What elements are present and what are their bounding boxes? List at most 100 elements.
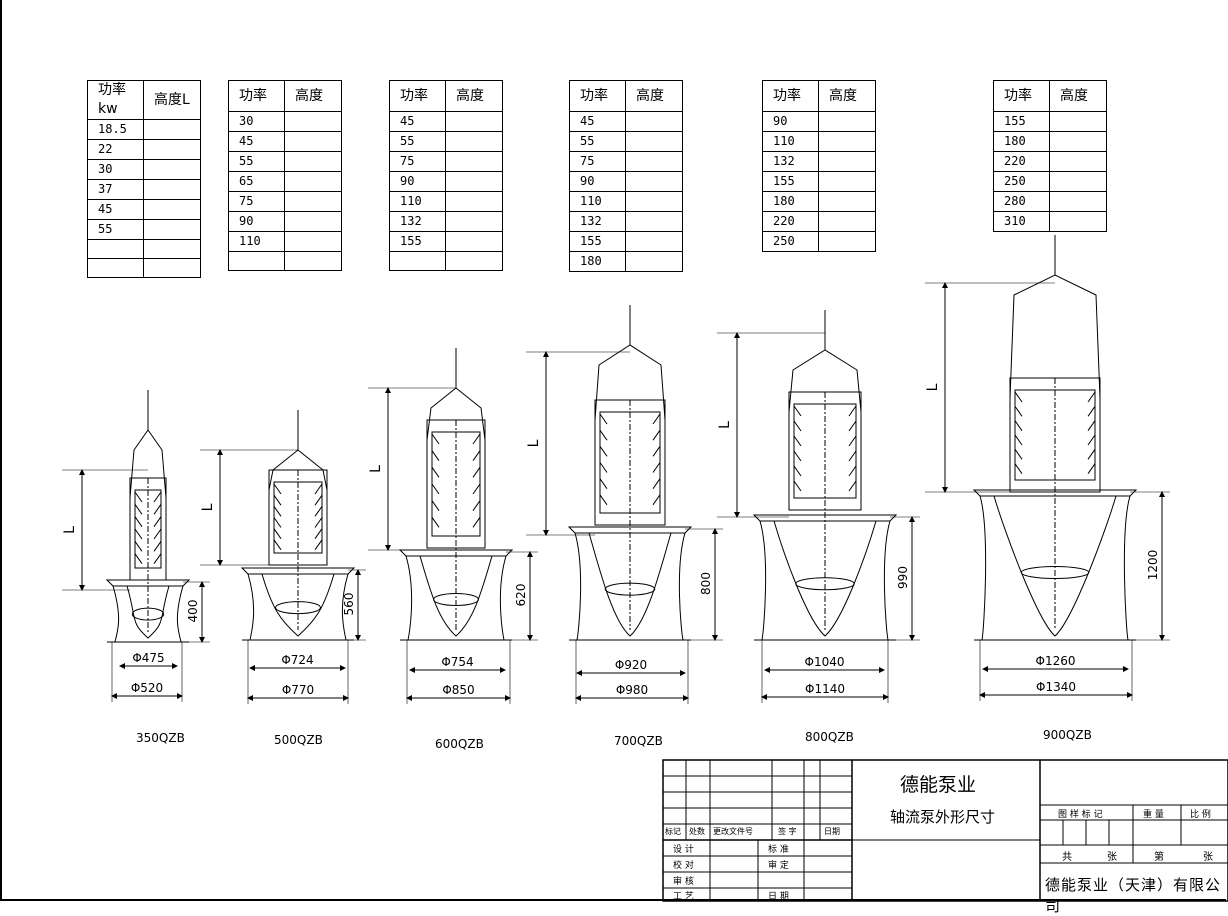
power-cell: 220 [762,211,819,232]
model-label-900: 900QZB [1043,728,1092,742]
winding [134,553,143,564]
diameter-inner: Φ724 [281,653,313,667]
winding [153,541,162,552]
winding [1087,449,1096,460]
table-row: 310 [993,211,1107,232]
winding [1014,420,1023,431]
stand-leg-right [499,555,507,641]
sheet-no: 第 [1154,852,1164,863]
table-row: 110 [569,191,683,212]
table-row: 90 [762,111,876,132]
base-height-value: 400 [186,600,200,623]
height-label-L: L [200,503,216,511]
table-row: 132 [762,151,876,172]
lifting-frame [594,344,666,421]
impeller-bowl [126,585,170,639]
table-row: 220 [762,211,876,232]
power-cell: 155 [389,231,446,252]
winding [273,528,282,539]
winding [848,450,857,462]
sign-date: 日 期 [768,892,789,902]
stand-leg-left [112,585,120,643]
height-cell [445,251,503,271]
winding [652,429,661,441]
table-row: 110 [762,131,876,152]
base-height-value: 990 [896,566,910,589]
table-row: 250 [762,231,876,252]
winding [652,478,661,489]
height-label-L: L [62,526,78,534]
table-row: 220 [993,151,1107,172]
winding [431,450,440,461]
lifting-frame [129,429,167,499]
diameter-inner: Φ1040 [805,655,845,669]
winding [1014,434,1023,446]
lifting-frame [788,349,862,413]
header-power: 功率 [569,80,626,112]
winding [134,541,143,552]
rev-header-docno: 更改文件号 [713,827,753,836]
sign-review: 审 核 [673,877,694,887]
winding [1087,463,1096,474]
winding [793,435,802,447]
winding [1014,406,1023,417]
sign-process: 工 艺 [673,892,694,902]
winding [472,467,481,478]
winding [848,405,857,417]
impeller-bowl [419,555,493,637]
info-scale: 比 例 [1190,810,1211,820]
height-label-L: L [717,421,733,429]
height-cell [1049,211,1107,232]
table-row: 155 [762,171,876,192]
table-row: 45 [228,131,342,152]
info-weight: 重 量 [1143,810,1164,820]
winding [153,528,162,540]
winding [848,420,857,432]
winding [314,528,323,539]
winding [472,500,481,511]
impeller-bowl [588,532,672,637]
diameter-inner: Φ754 [441,655,473,669]
impeller-bowl [993,495,1117,637]
table-row: 30 [228,111,342,132]
stand-leg-right [1123,495,1131,641]
power-cell: 132 [569,211,626,232]
winding [431,433,440,445]
impeller [1020,566,1090,579]
model-label-800: 800QZB [805,730,854,744]
table-row [228,251,342,271]
header-height: 高度 [284,80,342,112]
winding [134,491,143,503]
model-label-700: 700QZB [614,734,663,748]
winding [314,483,323,495]
diameter-outer: Φ850 [442,683,474,697]
winding [599,478,608,489]
winding [472,433,481,445]
winding [1014,391,1023,403]
winding [314,517,323,528]
power-cell: 180 [569,251,626,272]
diameter-outer: Φ1140 [805,682,845,696]
base-height-value: 560 [342,593,356,616]
header-power: 功率 [228,80,285,112]
sign-standard: 标 准 [768,845,789,855]
height-label-L: L [526,439,542,447]
winding [314,539,323,551]
winding [652,446,661,457]
table-row: 180 [993,131,1107,152]
impeller [795,577,855,591]
table-row [87,258,201,278]
company-name: 德能泵业（天津）有限公司 [1045,876,1222,915]
rev-header-date: 日期 [824,827,840,836]
winding [472,450,481,461]
rev-header-mark: 标记 [665,827,681,836]
impeller [131,607,165,621]
